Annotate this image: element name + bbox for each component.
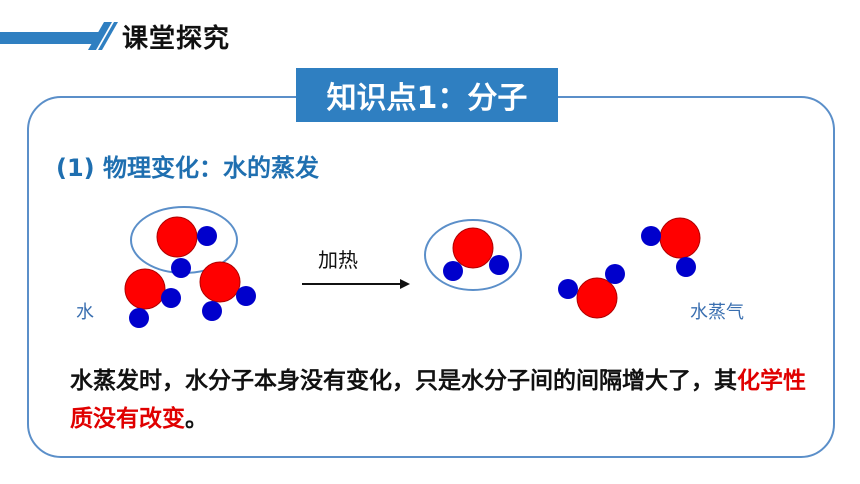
label-water-vapor: 水蒸气 xyxy=(690,302,744,323)
water-molecule xyxy=(641,217,701,277)
water-molecule xyxy=(558,264,625,319)
knowledge-point-badge: 知识点1：分子 xyxy=(296,68,558,122)
explanation-end: 。 xyxy=(185,406,208,432)
label-water: 水 xyxy=(76,302,94,323)
water-molecule xyxy=(199,261,256,321)
explanation-text: 水蒸发时，水分子本身没有变化，只是水分子间的间隔增大了，其化学性质没有改变。 xyxy=(70,362,810,438)
explanation-highlight: 化学性质没有改变 xyxy=(70,368,806,432)
water-molecule xyxy=(443,227,509,281)
explanation-main: 水蒸发时，水分子本身没有变化，只是水分子间的间隔增大了，其 xyxy=(70,368,737,394)
water-molecule xyxy=(156,216,217,278)
subtitle: (1) 物理变化：水的蒸发 xyxy=(56,154,319,182)
arrow-label-heating: 加热 xyxy=(318,248,358,272)
water-molecule xyxy=(124,268,181,328)
molecule-highlight-ellipse xyxy=(424,219,522,291)
header-stripes-decoration xyxy=(0,22,118,50)
arrow-head-icon xyxy=(400,279,410,289)
section-title: 课堂探究 xyxy=(122,24,231,54)
